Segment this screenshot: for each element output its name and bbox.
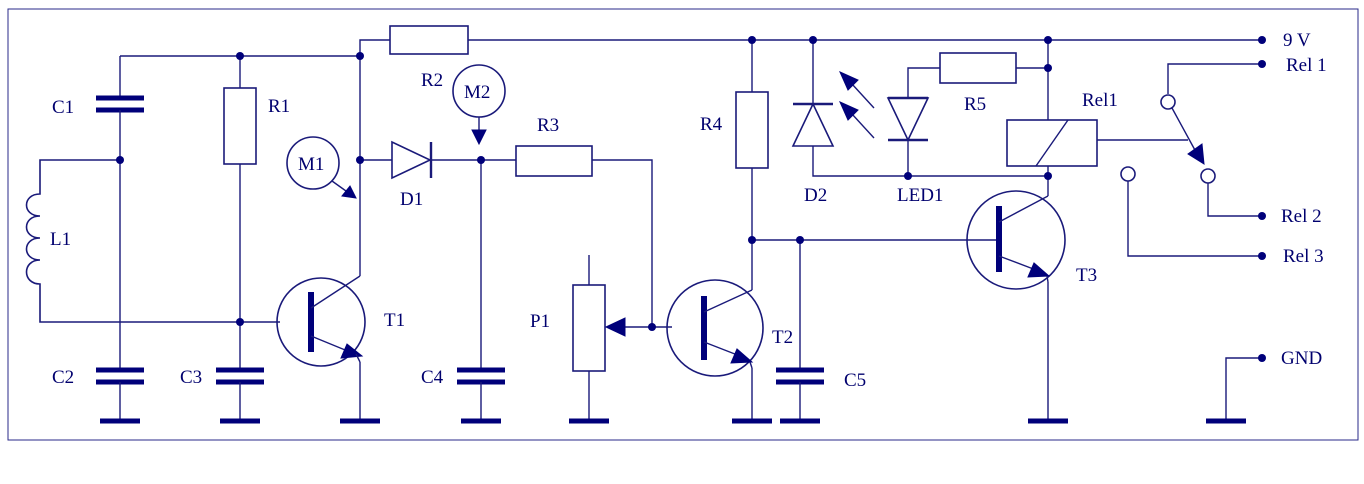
resistor-r1 (223, 56, 257, 370)
label-c2: C2 (52, 367, 74, 388)
label-9v: 9 V (1283, 30, 1311, 51)
transistor-t3 (966, 190, 1068, 424)
relay-rel1 (1006, 40, 1188, 196)
led-led1 (886, 67, 940, 176)
resistor-r3 (515, 145, 653, 327)
label-t1: T1 (384, 310, 405, 331)
label-r4: R4 (700, 114, 723, 135)
transistor-t2 (666, 168, 772, 424)
capacitor-c3 (216, 367, 264, 424)
resistor-r4 (735, 40, 769, 169)
label-t3: T3 (1076, 265, 1097, 286)
label-m1: M1 (298, 154, 324, 175)
diode-d1 (360, 140, 516, 180)
label-c5: C5 (844, 370, 866, 391)
diode-d2 (791, 40, 1048, 177)
capacitor-c1 (96, 56, 144, 370)
label-p1: P1 (530, 311, 550, 332)
schematic-frame (7, 8, 1359, 441)
label-l1: L1 (50, 229, 71, 250)
label-rel-2: Rel 2 (1281, 206, 1322, 227)
resistor-r2 (389, 25, 469, 55)
measurement-point-m1 (286, 136, 357, 199)
label-m2: M2 (464, 82, 490, 103)
label-r1: R1 (268, 96, 290, 117)
label-c4: C4 (421, 367, 444, 388)
label-r5: R5 (964, 94, 986, 115)
gnd-terminal (1206, 357, 1262, 424)
inductor-l1 (25, 159, 280, 323)
potentiometer-p1 (569, 255, 672, 424)
terminal-labels: 9 V Rel 1 Rel 2 Rel 3 GND (1281, 30, 1327, 369)
label-r3: R3 (537, 115, 559, 136)
label-gnd: GND (1281, 348, 1322, 369)
transistor-t1 (276, 64, 380, 424)
component-labels: C1 L1 C2 R1 C3 M1 T1 R2 M2 D1 R3 C4 P1 T… (50, 70, 1118, 391)
label-d2: D2 (804, 185, 827, 206)
capacitor-c2 (96, 367, 144, 424)
supply-rail (120, 39, 1262, 64)
label-led1: LED1 (897, 185, 943, 206)
measurement-point-m2 (452, 64, 506, 146)
label-t2: T2 (772, 327, 793, 348)
capacitor-c4 (457, 160, 505, 424)
label-rel-1: Rel 1 (1286, 55, 1327, 76)
label-d1: D1 (400, 189, 423, 210)
resistor-r5 (939, 52, 1048, 84)
label-rel1: Rel1 (1082, 90, 1118, 111)
relay-contacts (1120, 63, 1262, 257)
light-arrows (839, 71, 875, 139)
label-c1: C1 (52, 97, 74, 118)
capacitor-c5 (776, 240, 824, 424)
label-c3: C3 (180, 367, 202, 388)
label-r2: R2 (421, 70, 443, 91)
junction-dots (116, 36, 1266, 362)
label-rel-3: Rel 3 (1283, 246, 1324, 267)
